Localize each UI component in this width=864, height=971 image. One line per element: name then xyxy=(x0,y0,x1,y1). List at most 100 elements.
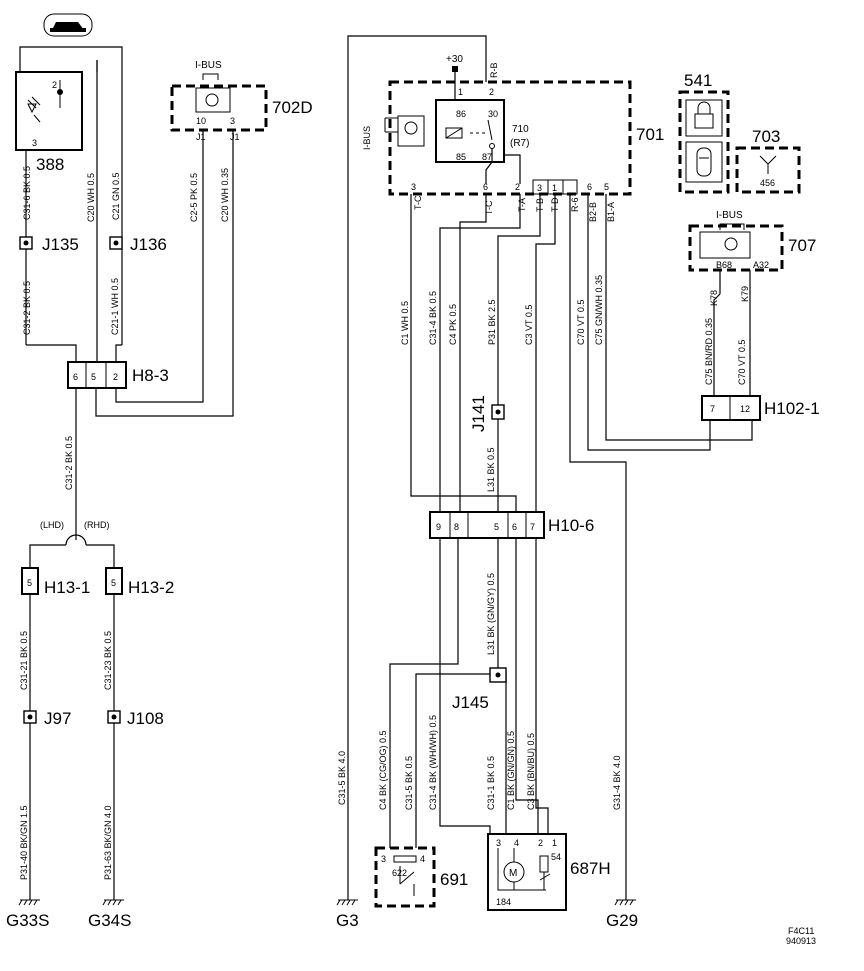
footer-code-2: 940913 xyxy=(786,936,816,946)
label-j108: J108 xyxy=(127,709,164,728)
module-702d xyxy=(195,87,231,113)
label-h102-1: H102-1 xyxy=(764,399,820,418)
pin-687h-54: 54 xyxy=(551,852,561,862)
pin-702d-j1a: J1 xyxy=(196,132,206,142)
pin-h13-1-5: 5 xyxy=(27,578,32,588)
label-j136: J136 xyxy=(130,235,167,254)
motor-glyph: M xyxy=(509,868,517,879)
component-388-box xyxy=(15,71,83,151)
pin-701-3b: 3 xyxy=(537,183,542,193)
lock-icon-box xyxy=(685,99,723,137)
terminal-r-6: R-6 xyxy=(570,197,580,212)
transistor-icon xyxy=(205,93,219,107)
terminal-k78-a: K78 xyxy=(709,290,719,306)
terminal-t-a: T-A xyxy=(517,198,527,212)
pin-388-3: 3 xyxy=(32,138,37,148)
pin-702d-10: 10 xyxy=(196,116,206,126)
pin-h13-2-5: 5 xyxy=(111,578,116,588)
limit-switch-icon xyxy=(539,855,549,873)
wire-c4-bk: C4 BK (CG/OG) 0.5 xyxy=(378,730,388,810)
pin-h10-6-5: 5 xyxy=(494,522,499,532)
connector-h10-6 xyxy=(429,511,545,539)
component-691-box xyxy=(374,846,436,908)
padlock-icon xyxy=(694,113,714,129)
wire-c21-1: C21-1 WH 0.5 xyxy=(110,278,120,335)
pin-701-1: 1 xyxy=(458,87,463,97)
pin-701-6: 6 xyxy=(483,182,488,192)
label-j97: J97 xyxy=(44,709,71,728)
wire-c31-2a: C31-2 BK 0.5 xyxy=(22,281,32,335)
wire-p31-63: P31-63 BK/GN 4.0 xyxy=(103,805,113,880)
pin-701-3: 3 xyxy=(411,182,416,192)
pin-691-4: 4 xyxy=(420,854,425,864)
label-388: 388 xyxy=(36,155,64,174)
wire-c21-gn: C21 GN 0.5 xyxy=(111,172,121,220)
pin-h102-1-7: 7 xyxy=(710,404,715,414)
pin-702d-3: 3 xyxy=(230,116,235,126)
pin-h8-3-2: 2 xyxy=(113,372,118,382)
vehicle-icon-box xyxy=(685,141,723,183)
variant-rhd: (RHD) xyxy=(84,520,110,530)
wire-c70-vt: C70 VT 0.5 xyxy=(576,300,586,345)
pin-701-86: 86 xyxy=(456,109,466,119)
pin-h10-6-7: 7 xyxy=(530,522,535,532)
label-j135: J135 xyxy=(42,235,79,254)
component-702d-box xyxy=(170,84,268,132)
component-703-box xyxy=(735,146,801,194)
label-691: 691 xyxy=(440,870,468,889)
pin-h10-6-8: 8 xyxy=(454,522,459,532)
pin-707-b68: B68 xyxy=(716,260,732,270)
label-h8-3: H8-3 xyxy=(132,366,169,385)
transistor-icon xyxy=(404,121,418,135)
label-710-r7: (R7) xyxy=(510,138,529,149)
relay-710 xyxy=(435,99,505,163)
terminal-b2-b: B2-B xyxy=(588,202,598,222)
footer-code-1: F4C11 xyxy=(788,926,814,936)
wire-c31-5: C31-5 BK 0.5 xyxy=(404,756,414,810)
pin-701-6b: 6 xyxy=(587,182,592,192)
pin-687h-4: 4 xyxy=(514,838,519,848)
label-541: 541 xyxy=(684,71,712,90)
pin-701-5: 5 xyxy=(604,182,609,192)
label-622: 622 xyxy=(392,868,407,878)
switch-icon xyxy=(399,866,415,896)
car-icon xyxy=(43,13,93,37)
pin-687h-3: 3 xyxy=(496,838,501,848)
label-h10-6: H10-6 xyxy=(548,516,594,535)
label-j145: J145 xyxy=(452,693,489,712)
pin-701-30: 30 xyxy=(488,109,498,119)
label-710: 710 xyxy=(512,124,529,135)
pin-701-85: 85 xyxy=(456,152,466,162)
label-687h: 687H xyxy=(570,859,611,878)
switch-icon xyxy=(27,80,63,123)
wire-c70-vt2: C70 VT 0.5 xyxy=(737,340,747,385)
variant-lhd: (LHD) xyxy=(40,520,64,530)
ground-g34s: G34S xyxy=(88,911,131,930)
pin-701-2b: 2 xyxy=(515,182,520,192)
terminal-r-b: R-B xyxy=(489,63,499,79)
ground-icon xyxy=(614,899,636,906)
pin-701-87: 87 xyxy=(482,152,492,162)
ground-g33s: G33S xyxy=(6,911,49,930)
terminal-b1-a: B1-A xyxy=(606,202,616,222)
wire-c75-bnrd: C75 BN/RD 0.35 xyxy=(704,318,714,385)
pin-h8-3-5: 5 xyxy=(91,372,96,382)
pin-702d-j1b: J1 xyxy=(230,132,240,142)
wire-c75-gnwh: C75 GN/WH 0.35 xyxy=(594,275,604,345)
wire-c1-bk: C1 BK (GN/GN) 0.5 xyxy=(506,731,516,810)
wire-c31-4b: C31-4 BK (WH/WH) 0.5 xyxy=(428,715,438,810)
pin-691-3: 3 xyxy=(381,854,386,864)
wire-c3-bk: C3 BK (BN/BU) 0.5 xyxy=(526,733,536,810)
wire-c31-1: C31-1 BK 0.5 xyxy=(486,756,496,810)
wire-p31-40: P31-40 BK/GN 1.5 xyxy=(19,805,29,880)
wire-c1-wh: C1 WH 0.5 xyxy=(400,301,410,345)
wire-c31-6: C31-6 BK 0.5 xyxy=(22,166,32,220)
label-707: 707 xyxy=(788,236,816,255)
ground-icon xyxy=(102,899,124,906)
component-687h-box xyxy=(487,833,567,911)
module-701-ibus xyxy=(397,115,425,147)
supply-terminal xyxy=(452,66,458,72)
component-701-box xyxy=(388,80,632,196)
ground-g3: G3 xyxy=(336,911,359,930)
wire-c4-pk: C4 PK 0.5 xyxy=(448,304,458,345)
